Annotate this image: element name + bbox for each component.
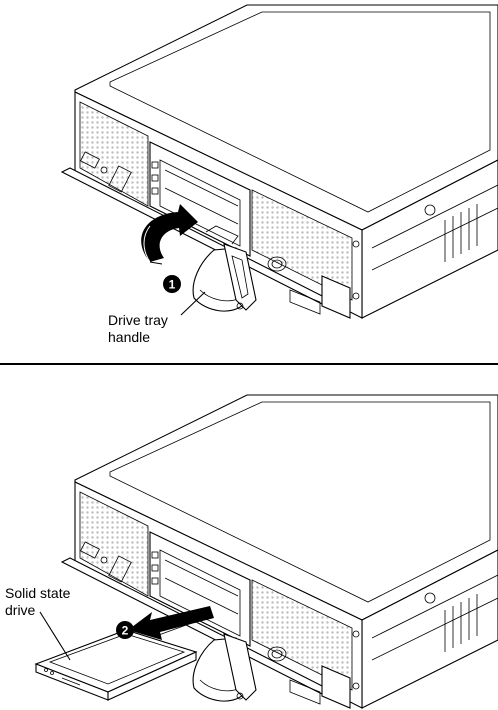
step-badge-1: 1 bbox=[163, 275, 181, 293]
step-badge-2: 2 bbox=[116, 621, 134, 639]
panel-top: 1 Drive tray handle bbox=[60, 4, 498, 345]
callout-label-line-1: Drive tray bbox=[108, 312, 168, 328]
step-number-2: 2 bbox=[122, 624, 129, 638]
callout-drive-tray-handle: Drive tray handle bbox=[108, 291, 206, 345]
server-chassis bbox=[60, 4, 498, 319]
callout-label-line-2: handle bbox=[108, 329, 150, 345]
rotation-arrow bbox=[141, 204, 198, 265]
removal-arrow bbox=[128, 606, 214, 640]
panel-bottom: 2 Solid state drive bbox=[5, 394, 498, 709]
callout-label-line-2: drive bbox=[5, 602, 36, 618]
solid-state-drive bbox=[34, 611, 201, 701]
callout-solid-state-drive: Solid state drive bbox=[5, 585, 71, 661]
drive-tray-handle bbox=[192, 225, 257, 312]
step-number-1: 1 bbox=[169, 278, 176, 292]
callout-label-line-1: Solid state bbox=[5, 585, 71, 601]
server-chassis bbox=[60, 394, 498, 709]
drive-tray-handle bbox=[192, 633, 257, 702]
